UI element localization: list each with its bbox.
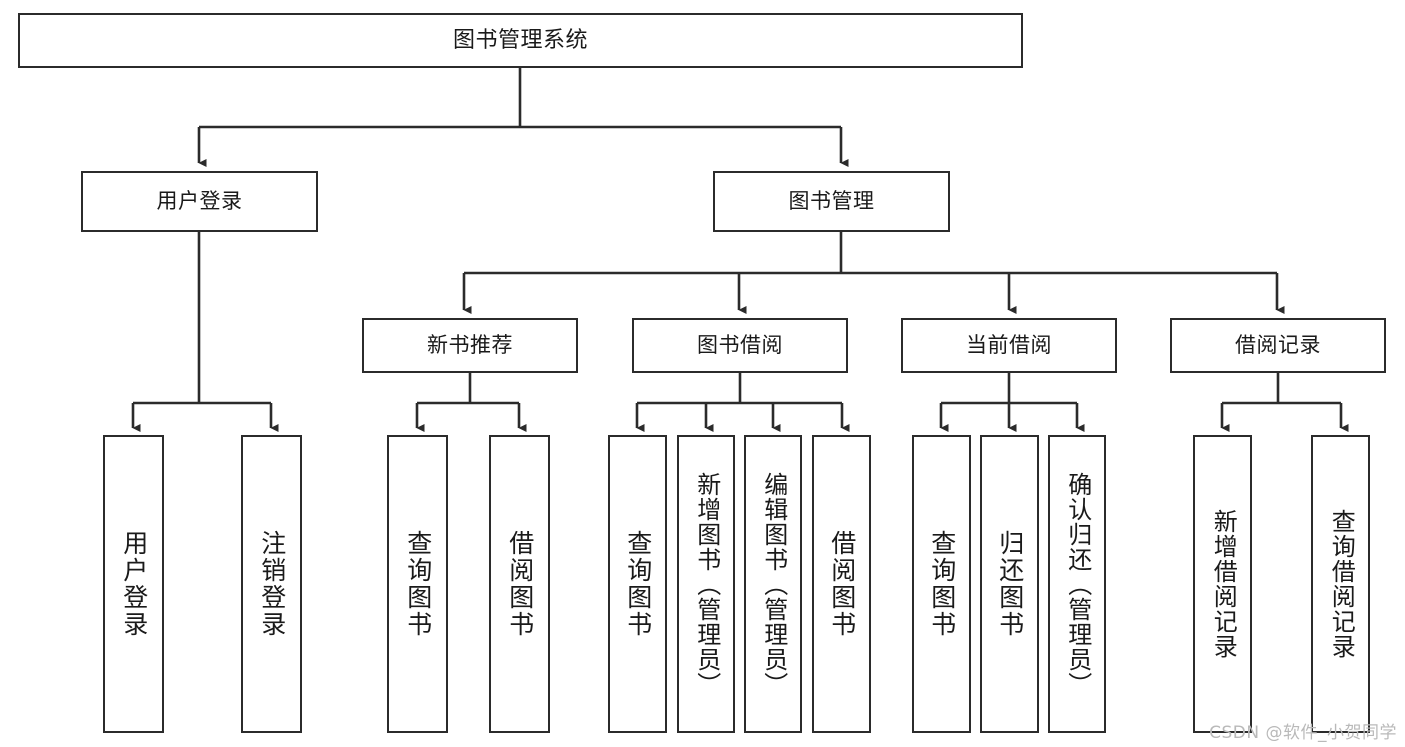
leaf-book-borrow-add-book-admin[interactable]: 新增图书（管理员） <box>677 435 735 733</box>
watermark-text: CSDN @软件_小贺同学 <box>1209 723 1397 743</box>
leaf-user-login-logout[interactable]: 注销登录 <box>241 435 302 733</box>
node-label: 用户登录 <box>156 189 243 214</box>
node-label: 借阅记录 <box>1235 333 1321 358</box>
node-root-book-management-system[interactable]: 图书管理系统 <box>18 13 1023 68</box>
node-current-borrow[interactable]: 当前借阅 <box>901 318 1117 373</box>
node-label: 新增图书（管理员） <box>692 471 721 697</box>
node-label: 新书推荐 <box>427 333 513 358</box>
node-label: 借阅图书 <box>827 530 857 638</box>
node-label: 图书管理系统 <box>452 27 588 53</box>
leaf-current-borrow-return-book[interactable]: 归还图书 <box>980 435 1039 733</box>
leaf-borrow-record-query-record[interactable]: 查询借阅记录 <box>1311 435 1370 733</box>
leaf-borrow-record-add-record[interactable]: 新增借阅记录 <box>1193 435 1252 733</box>
node-borrow-record[interactable]: 借阅记录 <box>1170 318 1386 373</box>
leaf-user-login-login[interactable]: 用户登录 <box>103 435 164 733</box>
node-label: 用户登录 <box>119 530 149 638</box>
node-label: 查询借阅记录 <box>1327 509 1356 659</box>
node-label: 新增借阅记录 <box>1209 509 1238 659</box>
node-new-book-recommendation[interactable]: 新书推荐 <box>362 318 578 373</box>
node-user-login[interactable]: 用户登录 <box>81 171 318 232</box>
node-label: 查询图书 <box>623 530 653 638</box>
node-book-borrow[interactable]: 图书借阅 <box>632 318 848 373</box>
node-label: 注销登录 <box>257 530 287 638</box>
leaf-book-borrow-query-book[interactable]: 查询图书 <box>608 435 667 733</box>
leaf-current-borrow-query-book[interactable]: 查询图书 <box>912 435 971 733</box>
node-label: 图书管理 <box>788 189 875 214</box>
leaf-new-book-query-book[interactable]: 查询图书 <box>387 435 448 733</box>
node-book-management[interactable]: 图书管理 <box>713 171 950 232</box>
node-label: 图书借阅 <box>697 333 783 358</box>
leaf-new-book-borrow-book[interactable]: 借阅图书 <box>489 435 550 733</box>
node-label: 查询图书 <box>927 530 957 638</box>
node-label: 借阅图书 <box>505 530 535 638</box>
node-label: 查询图书 <box>403 530 433 638</box>
node-label: 归还图书 <box>995 530 1025 638</box>
leaf-book-borrow-borrow-book[interactable]: 借阅图书 <box>812 435 871 733</box>
leaf-current-borrow-confirm-return-admin[interactable]: 确认归还（管理员） <box>1048 435 1106 733</box>
node-label: 编辑图书（管理员） <box>759 471 788 697</box>
leaf-book-borrow-edit-book-admin[interactable]: 编辑图书（管理员） <box>744 435 802 733</box>
node-label: 确认归还（管理员） <box>1063 471 1092 697</box>
node-label: 当前借阅 <box>966 333 1052 358</box>
